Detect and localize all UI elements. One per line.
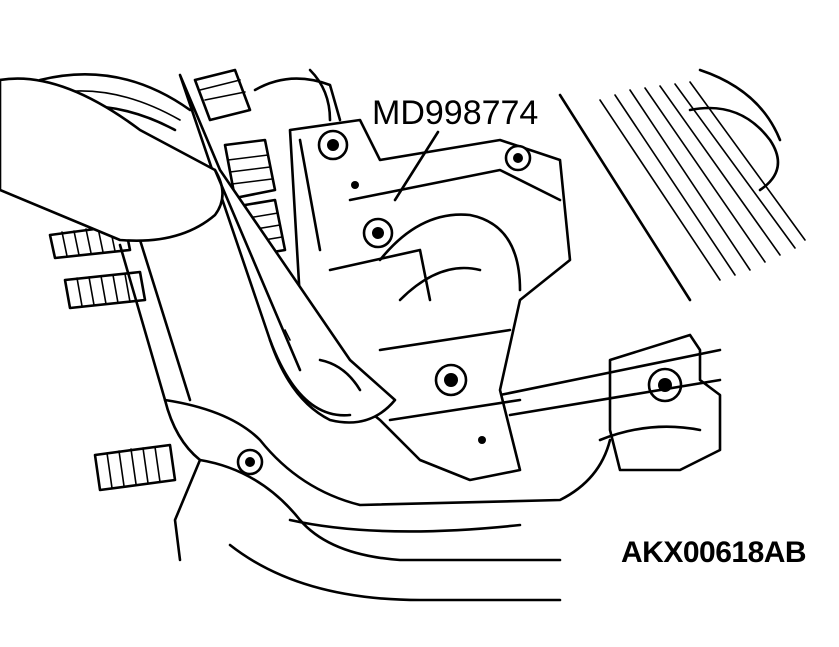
leader-line bbox=[393, 130, 440, 202]
left-studs bbox=[48, 223, 177, 492]
puller-tool bbox=[0, 73, 397, 424]
main-block bbox=[288, 118, 572, 482]
figure-id-label: AKX00618AB bbox=[621, 536, 807, 569]
right-flange bbox=[498, 333, 722, 472]
top-bolts bbox=[193, 68, 342, 122]
right-ribs bbox=[558, 68, 806, 302]
housing-plate bbox=[118, 238, 612, 602]
tool-code-label: MD998774 bbox=[372, 94, 539, 132]
